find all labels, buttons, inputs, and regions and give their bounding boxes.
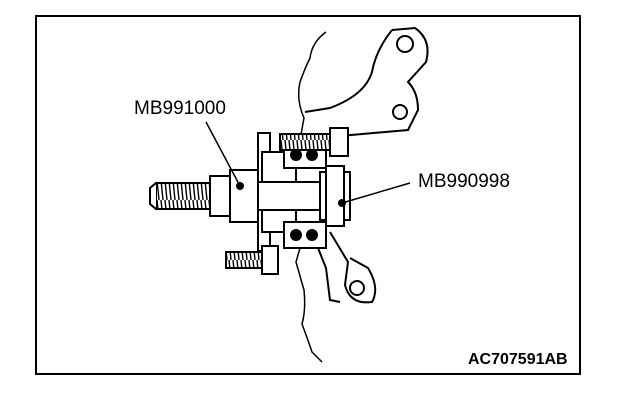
special-tool-threaded-rod xyxy=(149,169,331,223)
dust-shield-outline xyxy=(295,31,327,363)
tool-label-mb991000: MB991000 xyxy=(134,98,226,119)
leader-lines xyxy=(205,121,411,204)
leader-line-tool-a xyxy=(205,121,241,187)
leader-line-tool-b xyxy=(341,182,411,204)
special-tool-nut xyxy=(319,165,351,227)
upper-bolt xyxy=(279,127,349,157)
lower-bolt xyxy=(225,245,279,275)
figure-reference-code: AC707591AB xyxy=(468,351,568,368)
tool-label-mb990998: MB990998 xyxy=(418,171,510,192)
